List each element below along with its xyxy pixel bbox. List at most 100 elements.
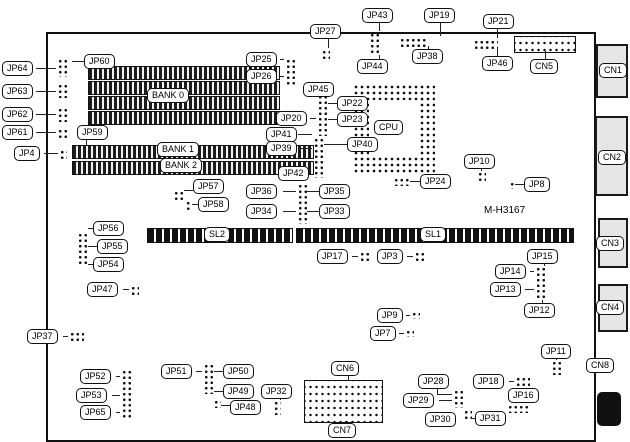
label-jp43: JP43: [362, 8, 393, 23]
connector-cn5-header: [514, 36, 576, 53]
leader-line: [112, 395, 120, 396]
label-jp46: JP46: [482, 56, 513, 71]
label-jp8: JP8: [524, 177, 550, 192]
leader-line: [379, 55, 380, 59]
jp27-pins: [320, 48, 330, 61]
label-jp24: JP24: [420, 174, 451, 189]
leader-line: [36, 68, 56, 69]
leader-line: [399, 333, 404, 334]
label-jp64: JP64: [2, 61, 33, 76]
label-cn2: CN2: [598, 150, 627, 165]
jp4-pins: [58, 148, 67, 159]
leader-line: [406, 315, 410, 316]
label-jp65: JP65: [80, 405, 111, 420]
leader-line: [280, 76, 284, 77]
leader-line: [525, 289, 534, 290]
jp39-jp40-jp41-jp42-pins: [312, 136, 323, 178]
leader-line: [345, 421, 346, 424]
jp30-jp31-pins: [462, 408, 472, 422]
label-jp23: JP23: [337, 112, 368, 127]
label-jp37: JP37: [27, 329, 58, 344]
leader-line: [439, 400, 452, 401]
jp62-pins: [56, 106, 67, 122]
label-jp20: JP20: [276, 111, 307, 126]
label-jp54: JP54: [93, 257, 124, 272]
board-model-text: M-H3167: [484, 205, 526, 216]
label-jp29: JP29: [403, 393, 434, 408]
label-cn4: CN4: [596, 300, 625, 315]
leader-line: [88, 264, 93, 265]
label-jp17: JP17: [317, 249, 348, 264]
label-jp60: JP60: [84, 54, 115, 69]
leader-line: [515, 184, 524, 185]
leader-line: [348, 375, 349, 380]
label-jp49: JP49: [223, 384, 254, 399]
leader-line: [437, 389, 438, 395]
leader-line: [36, 91, 56, 92]
label-jp48: JP48: [230, 400, 261, 415]
leader-line: [481, 168, 482, 171]
jp61-pins: [56, 127, 67, 140]
jp3-pins: [413, 250, 424, 261]
label-bank0: BANK 0: [147, 88, 190, 103]
label-jp16: JP16: [508, 388, 539, 403]
leader-line: [283, 211, 296, 212]
jp8-pins: [508, 180, 515, 189]
leader-line: [307, 211, 319, 212]
label-jp13: JP13: [490, 282, 521, 297]
label-jp15: JP15: [527, 249, 558, 264]
leader-line: [428, 46, 429, 49]
leader-line: [310, 118, 316, 119]
jp16-pins: [506, 403, 528, 413]
label-jp25: JP25: [246, 52, 277, 67]
label-jp47: JP47: [87, 282, 118, 297]
label-jp31: JP31: [475, 411, 506, 426]
jp9-pins: [410, 310, 420, 319]
label-jp62: JP62: [2, 107, 33, 122]
label-jp38: JP38: [412, 49, 443, 64]
label-jp52: JP52: [80, 369, 111, 384]
label-jp10: JP10: [464, 154, 495, 169]
leader-line: [184, 190, 193, 191]
jp17-pins: [358, 250, 369, 261]
simm-socket-1: [88, 66, 280, 80]
label-jp32: JP32: [261, 384, 292, 399]
leader-line: [214, 391, 223, 392]
leader-line: [542, 300, 543, 303]
label-jp4: JP4: [14, 146, 40, 161]
leader-line: [307, 191, 319, 192]
label-jp21: JP21: [483, 14, 514, 29]
label-jp51: JP51: [161, 364, 192, 379]
leader-line: [379, 22, 380, 31]
label-jp56: JP56: [93, 221, 124, 236]
leader-line: [328, 103, 337, 104]
leader-line: [36, 132, 56, 133]
label-jp40: JP40: [347, 137, 378, 152]
label-jp12: JP12: [524, 303, 555, 318]
jp7-pins: [404, 328, 414, 337]
leader-line: [116, 376, 120, 377]
leader-line: [530, 271, 534, 272]
label-jp3: JP3: [377, 249, 403, 264]
connector-cn8-body: [597, 392, 621, 426]
label-jp22: JP22: [337, 96, 368, 111]
simm-socket-4: [88, 111, 280, 125]
jp25-jp26-pins: [284, 57, 295, 85]
label-cn6: CN6: [331, 361, 360, 376]
label-jp14: JP14: [495, 264, 526, 279]
label-jp27: JP27: [310, 24, 341, 39]
leader-line: [72, 61, 84, 62]
leader-line: [36, 114, 56, 115]
jp45-jp20-jp22-jp23-pins: [316, 93, 327, 136]
label-jp42: JP42: [278, 166, 309, 181]
leader-line: [196, 371, 202, 372]
label-bank2: BANK 2: [160, 158, 203, 173]
leader-line: [63, 336, 68, 337]
leader-line: [123, 289, 129, 290]
leader-line: [298, 134, 312, 135]
label-jp63: JP63: [2, 84, 33, 99]
leader-line: [440, 22, 441, 36]
jp54-jp55-jp56-pins: [76, 231, 88, 266]
leader-line: [283, 191, 296, 192]
label-jp61: JP61: [2, 125, 33, 140]
